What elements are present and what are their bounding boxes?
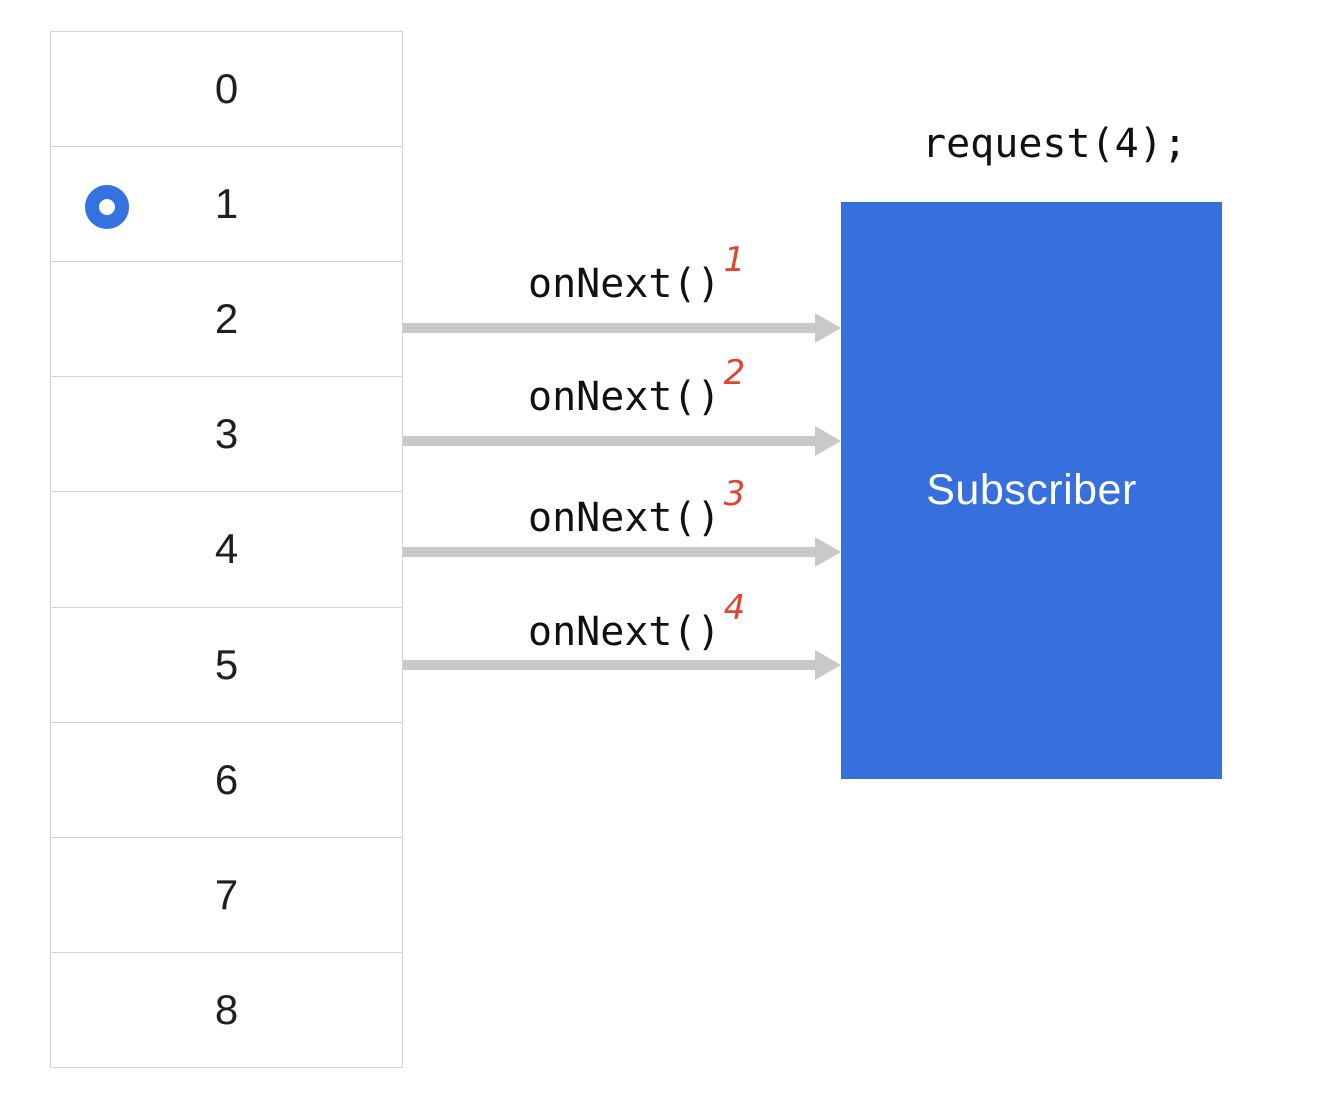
list-cell-value: 2 [214,295,239,343]
current-item-marker-icon [85,185,129,229]
onnext-arrow-2-icon [403,426,841,456]
onnext-arrow-3-icon [403,537,841,567]
list-cell-4: 4 [51,492,402,608]
onnext-text: onNext() [528,609,721,655]
onnext-count: 3 [723,474,746,514]
list-cell-value: 3 [214,410,239,458]
list-cell-value: 0 [214,65,239,113]
onnext-label-3: onNext()3 [528,475,745,541]
onnext-label-1: onNext()1 [528,241,745,307]
list-cell-2: 2 [51,262,402,378]
onnext-text: onNext() [528,261,721,307]
onnext-label-4: onNext()4 [528,589,745,655]
list-cell-value: 4 [214,525,239,573]
onnext-label-2: onNext()2 [528,354,745,420]
subscriber-box: Subscriber [841,202,1222,779]
list-cell-1: 1 [51,147,402,263]
subscriber-label: Subscriber [926,466,1137,514]
list-cell-6: 6 [51,723,402,838]
list-cell-value: 7 [214,870,239,918]
onnext-arrow-1-icon [403,313,841,343]
list-cell-8: 8 [51,953,402,1067]
onnext-text: onNext() [528,495,721,541]
onnext-count: 1 [723,240,746,280]
list-cell-0: 0 [51,32,402,148]
request-call-label: request(4); [922,121,1187,167]
list-cell-3: 3 [51,377,402,493]
onnext-count: 4 [723,588,746,628]
list-cell-value: 1 [214,180,239,228]
list-cell-value: 6 [214,755,239,803]
list-cell-5: 5 [51,608,402,723]
list-cell-value: 5 [214,640,239,688]
onnext-text: onNext() [528,374,721,420]
onnext-count: 2 [723,353,746,393]
list-cell-7: 7 [51,838,402,953]
onnext-arrow-4-icon [403,650,841,680]
list-cell-value: 8 [214,985,239,1033]
